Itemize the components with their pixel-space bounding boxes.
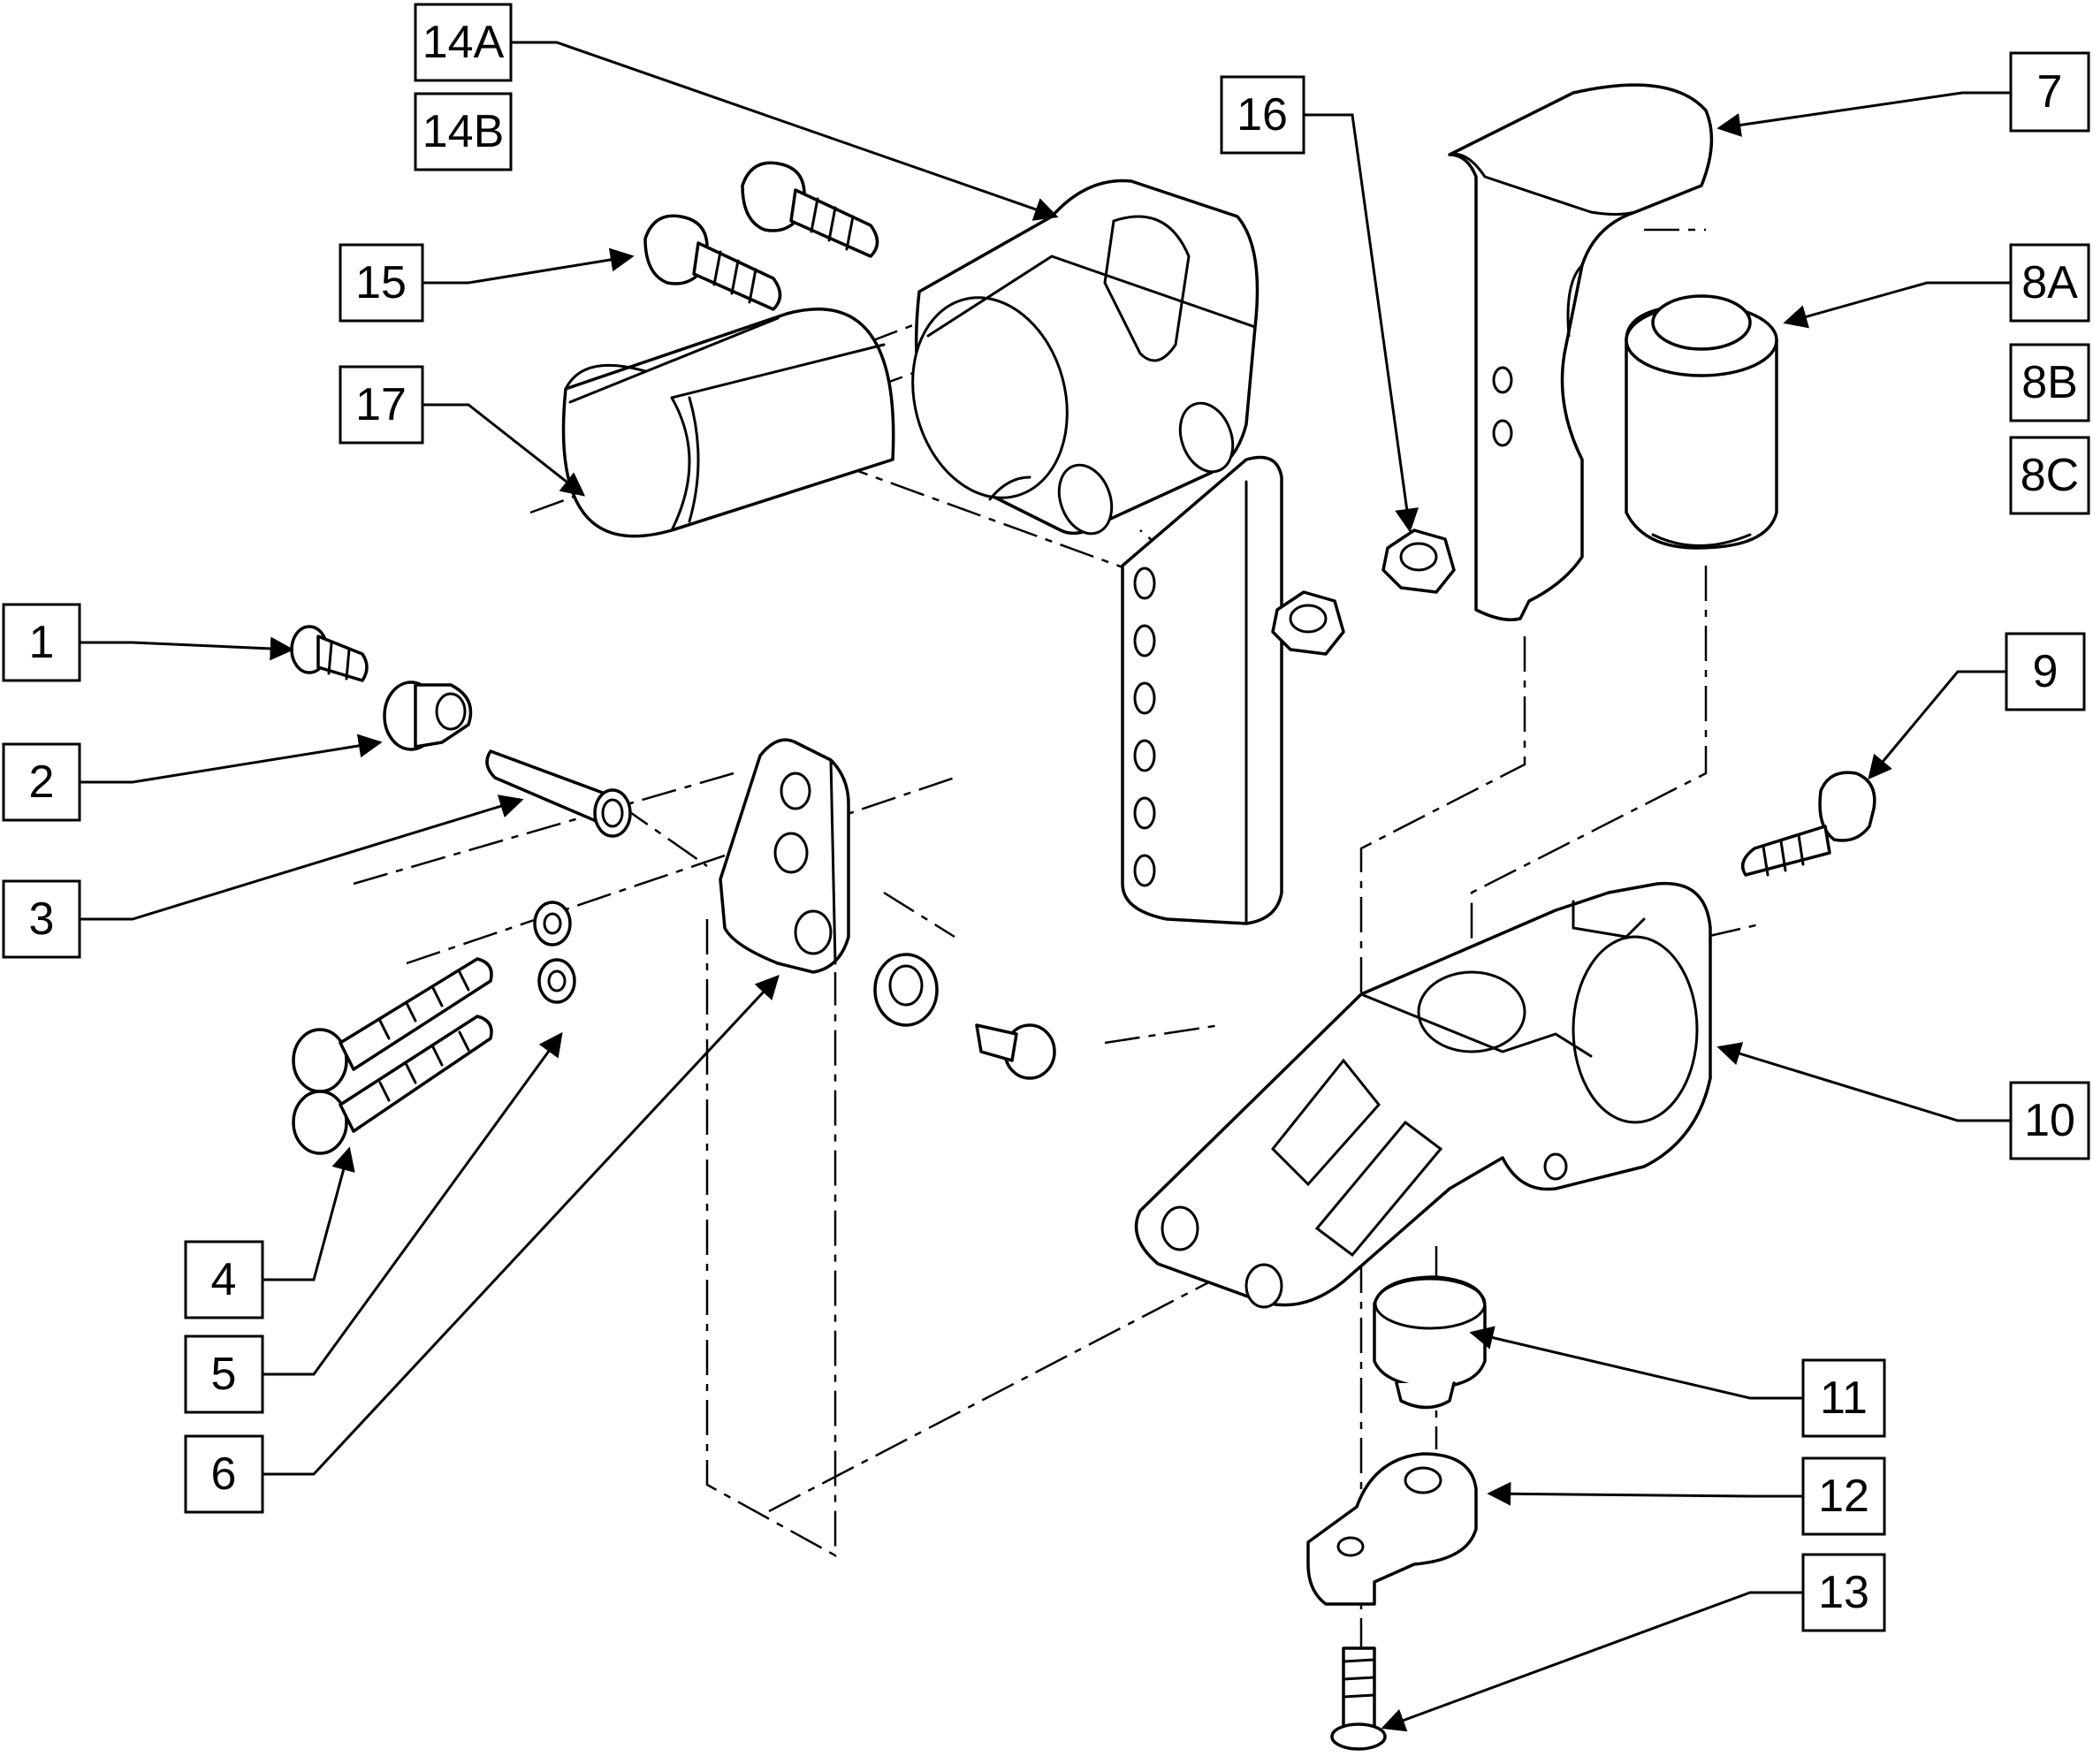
part-9-cap-screw (1740, 771, 1876, 877)
leader-lines (80, 41, 2011, 1732)
callout-15-label: 15 (355, 257, 407, 308)
callout-10: 10 (2009, 1081, 2090, 1160)
part-1-button-bolt (290, 625, 369, 682)
callout-11-label: 11 (1820, 1372, 1868, 1424)
callout-16-label: 16 (1237, 89, 1288, 141)
callout-14a-label: 14A (422, 17, 505, 68)
callout-14a: 14A (414, 3, 513, 82)
callout-8a: 8A (2009, 243, 2090, 323)
callout-10-label: 10 (2024, 1095, 2075, 1146)
part-10-clamp-body (1134, 881, 1712, 1309)
callout-4-label: 4 (211, 1254, 237, 1305)
part-15-cap-screws (643, 161, 879, 311)
callout-14b: 14B (414, 92, 513, 171)
callout-8a-label: 8A (2021, 257, 2078, 308)
callout-7: 7 (2009, 51, 2090, 133)
callout-1: 1 (2, 603, 81, 682)
callout-2-label: 2 (29, 757, 55, 808)
callout-3: 3 (2, 879, 81, 959)
callout-17: 17 (339, 365, 424, 445)
part-2-flange-washer (383, 681, 473, 751)
callout-2: 2 (2, 742, 81, 822)
callout-9: 9 (2005, 632, 2086, 711)
callout-12-label: 12 (1818, 1471, 1869, 1522)
callout-6: 6 (184, 1434, 264, 1514)
callout-12: 12 (1801, 1456, 1886, 1536)
callout-7-label: 7 (2037, 66, 2063, 118)
callout-16: 16 (1220, 75, 1305, 155)
callout-11: 11 (1801, 1358, 1886, 1438)
part-13-screw (1330, 1646, 1387, 1751)
part-5-lock-washers (533, 901, 576, 1004)
callout-8b-label: 8B (2021, 357, 2078, 408)
callout-15: 15 (339, 243, 424, 323)
part-14-clamp-block (911, 179, 1283, 925)
part-7-arm-bracket (1448, 83, 1714, 621)
part-16-nuts (1271, 528, 1456, 656)
callout-5-label: 5 (211, 1349, 237, 1400)
callout-8c: 8C (2009, 436, 2090, 515)
part-4-socket-bolts (292, 957, 493, 1155)
part-15-screw-upper (741, 161, 879, 258)
callout-14b-label: 14B (422, 106, 505, 157)
part-6-mount-plate (719, 738, 850, 974)
part-15-screw-lower (643, 214, 782, 311)
part-8-bushing (1625, 294, 1778, 550)
callout-8c-label: 8C (2021, 450, 2079, 501)
callout-5: 5 (184, 1334, 264, 1414)
callout-4: 4 (184, 1240, 264, 1319)
callout-13-label: 13 (1818, 1567, 1869, 1618)
part-11-plug (1373, 1275, 1487, 1410)
part-12-bracket-tab (1306, 1452, 1478, 1606)
callout-13: 13 (1801, 1553, 1886, 1632)
part-3-spacer-tube (485, 749, 632, 838)
callout-6-label: 6 (211, 1448, 237, 1500)
callout-9-label: 9 (2033, 646, 2059, 697)
part-17-clamp-sleeve (561, 308, 895, 538)
callout-3-label: 3 (29, 893, 55, 945)
callout-17-label: 17 (355, 379, 407, 430)
plate-washer-and-screw (873, 953, 1056, 1080)
callout-1-label: 1 (29, 617, 55, 668)
callout-8b: 8B (2009, 343, 2090, 422)
